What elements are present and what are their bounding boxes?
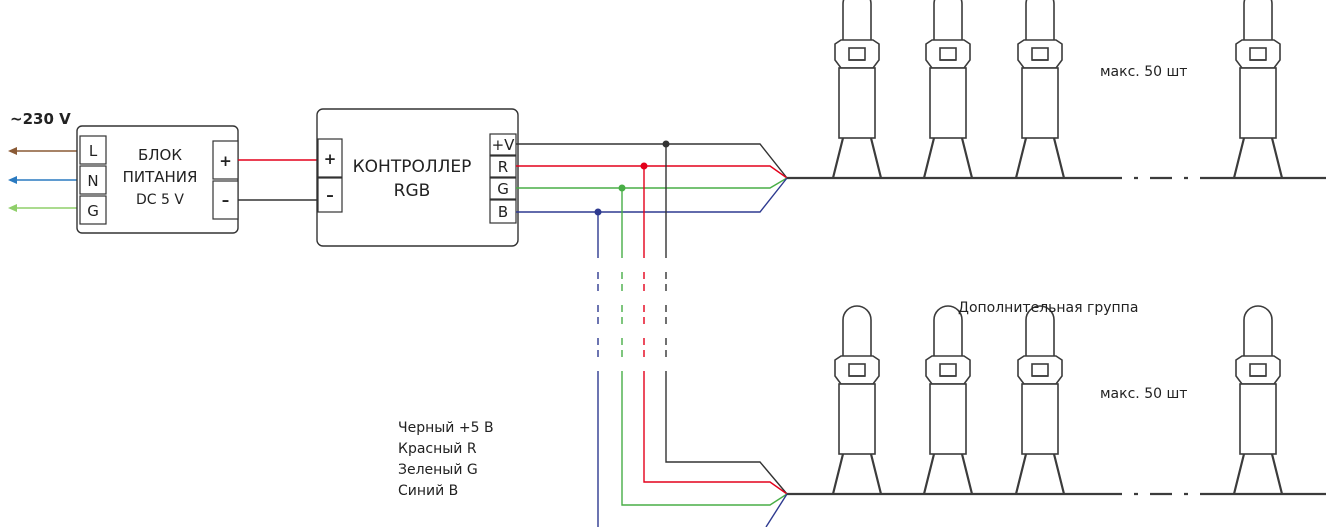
legend-red: Красный R — [398, 441, 477, 457]
power-supply-line-3: DC 5 V — [136, 192, 184, 208]
terminal-n-label: N — [87, 172, 98, 190]
led-bottom-3 — [1014, 304, 1066, 496]
wire-g-top — [516, 177, 788, 189]
terminal-g — [79, 195, 107, 225]
max-count-top: макс. 50 шт — [1100, 64, 1187, 80]
led-bottom-2 — [922, 304, 974, 496]
legend-green: Зеленый G — [398, 462, 478, 478]
ps-terminal-plus — [212, 140, 239, 180]
wire-b-bottom — [765, 493, 788, 527]
terminal-l-label: L — [89, 142, 98, 160]
ps-plus-label: + — [219, 152, 232, 170]
terminal-g-label: G — [87, 202, 99, 220]
controller-line-1: КОНТРОЛЛЕР — [353, 157, 472, 177]
led-top-1 — [831, 0, 883, 180]
terminal-l — [79, 135, 107, 165]
ctrl-in-plus — [317, 138, 343, 178]
wire-v-top — [516, 143, 788, 179]
wire-r-top — [516, 165, 788, 179]
mains-arrow-l — [8, 147, 17, 155]
controller-block — [316, 108, 519, 247]
max-count-bottom: макс. 50 шт — [1100, 386, 1187, 402]
ctrl-in-minus-label: – — [326, 186, 334, 204]
wire-breaks — [590, 258, 674, 371]
ctrl-out-g-label: G — [497, 180, 509, 198]
ctrl-out-b-label: B — [498, 203, 508, 221]
terminal-n — [79, 165, 107, 195]
legend-blue: Синий B — [398, 483, 458, 499]
wire-b-top — [516, 177, 788, 213]
ctrl-in-plus-label: + — [324, 150, 337, 168]
wire-legend: Черный +5 В Красный R Зеленый G Синий B — [398, 420, 494, 499]
led-top-3 — [1014, 0, 1066, 180]
ps-minus-label: – — [222, 191, 230, 209]
controller-line-2: RGB — [394, 181, 431, 201]
led-top-2 — [922, 0, 974, 180]
ctrl-in-minus — [317, 177, 343, 213]
led-top-4 — [1232, 0, 1284, 180]
ctrl-out-v-label: +V — [492, 136, 516, 154]
junction-v — [662, 140, 670, 148]
power-supply-line-2: ПИТАНИЯ — [123, 168, 198, 186]
mains-voltage-label: ~230 V — [10, 110, 71, 128]
led-bottom-4 — [1232, 304, 1284, 496]
junction-r — [640, 162, 648, 170]
ps-terminal-minus — [212, 180, 239, 220]
led-bottom-1 — [831, 304, 883, 496]
extra-group-label: Дополнительная группа — [958, 300, 1138, 316]
mains-arrow-g — [8, 204, 17, 212]
legend-black: Черный +5 В — [398, 420, 494, 436]
ctrl-out-r-label: R — [498, 158, 508, 176]
junction-b — [594, 208, 602, 216]
mains-arrow-n — [8, 176, 17, 184]
wire-v-branch — [665, 144, 788, 495]
power-supply-line-1: БЛОК — [138, 146, 182, 164]
junction-g — [618, 184, 626, 192]
